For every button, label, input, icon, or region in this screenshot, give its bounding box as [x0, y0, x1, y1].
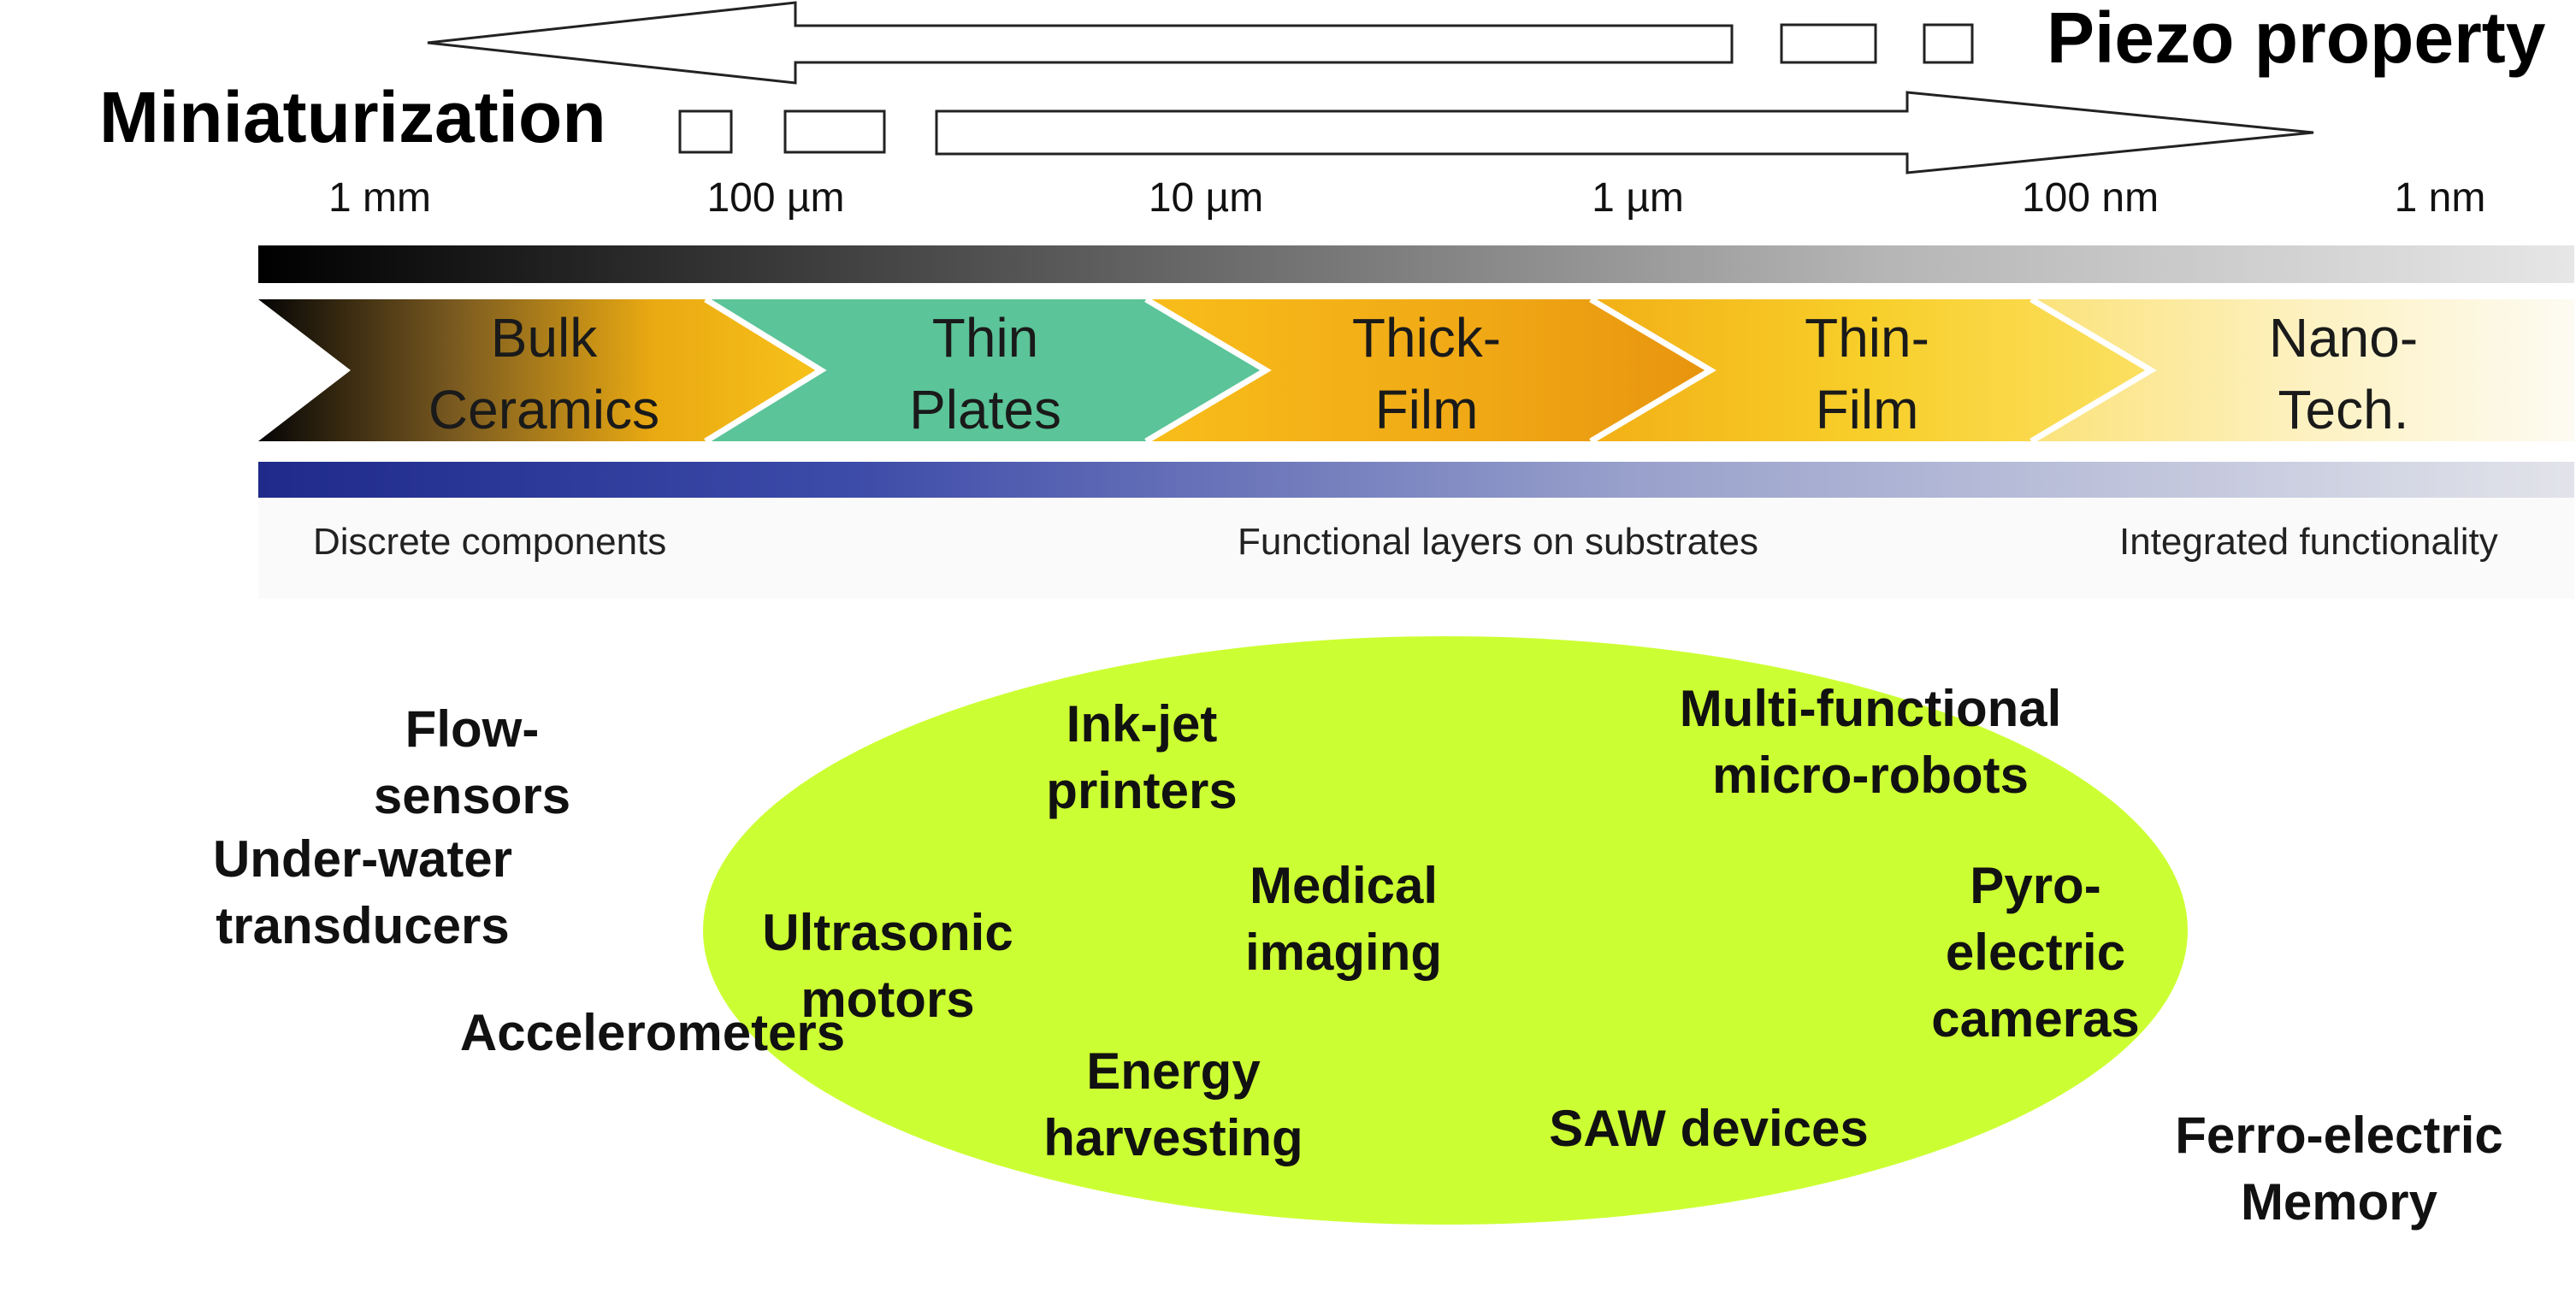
stage-label-nano-tech: Nano-Tech. [2268, 307, 2419, 440]
mini-dash-box-1 [678, 109, 733, 154]
app-flow-sensors: Flow-sensors [373, 700, 571, 824]
stage-thick-film [1146, 299, 1710, 441]
scale-label-1um: 1 µm [1592, 175, 1684, 221]
label-integrated-functionality: Integrated functionality [2119, 521, 2498, 563]
label-discrete-components: Discrete components [313, 521, 667, 563]
label-functional-layers: Functional layers on substrates [1238, 521, 1758, 563]
piezo-dash-box-1 [1780, 23, 1877, 64]
scale-label-1mm: 1 mm [328, 175, 431, 221]
integration-label-band [258, 498, 2574, 599]
stage-thin-plates [706, 299, 1266, 441]
mini-dash-box-2 [783, 109, 886, 154]
piezo-property-label: Piezo property [2047, 0, 2546, 78]
scale-label-1nm: 1 nm [2394, 175, 2486, 221]
miniaturization-label: Miniaturization [99, 77, 606, 157]
stage-label-thin-film: Thin-Film [1805, 307, 1929, 440]
stage-bulk-ceramics [258, 299, 821, 441]
stage-label-thick-film: Thick-Film [1351, 307, 1502, 440]
stage-nano-tech [2031, 299, 2574, 441]
app-saw-devices: SAW devices [1549, 1100, 1869, 1157]
app-accelerometers: Accelerometers [459, 1004, 846, 1061]
scale-label-100um: 100 µm [706, 175, 845, 221]
scale-gradient-bar [258, 245, 2574, 283]
scale-label-100nm: 100 nm [2021, 175, 2159, 221]
integration-gradient-bar [258, 462, 2574, 498]
applications-ellipse [703, 636, 2188, 1225]
piezo-dash-box-2 [1923, 23, 1974, 64]
stage-thin-film [1591, 299, 2151, 441]
scale-label-10um: 10 µm [1148, 175, 1264, 221]
miniaturization-arrow-right [935, 91, 2314, 174]
piezo-arrow-left [427, 1, 1734, 85]
